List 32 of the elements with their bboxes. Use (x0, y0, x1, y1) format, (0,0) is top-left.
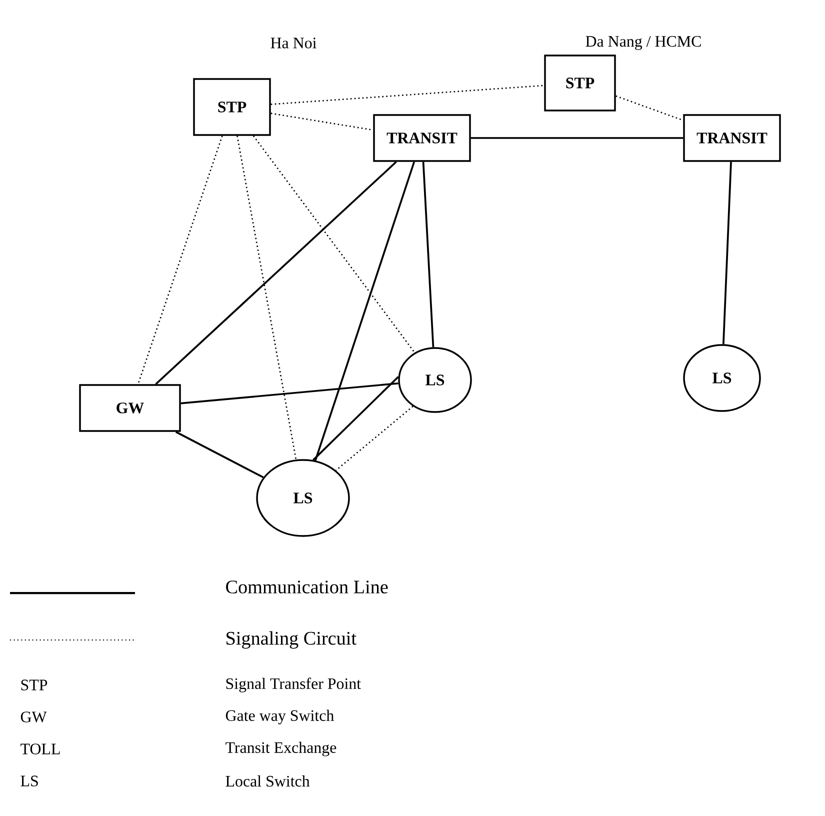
signaling-line (236, 136, 297, 460)
switch-box: STP (544, 54, 616, 112)
switch-box: TRANSIT (373, 114, 471, 162)
legend-text: Communication Line (226, 580, 388, 594)
label-text: TOLL (20, 744, 60, 754)
label-text: Ha Noi (270, 38, 316, 48)
legend-text: Signaling Circuit (226, 631, 356, 649)
communication-line (155, 161, 397, 385)
label-text: GW (20, 712, 47, 722)
communication-line (180, 382, 398, 404)
switch-box: TRANSIT (683, 114, 781, 162)
label-text: Local Switch (226, 775, 310, 787)
signaling-line (336, 406, 414, 471)
communication-line (312, 376, 399, 461)
communication-line (175, 431, 264, 478)
communication-line (470, 137, 684, 139)
label-text: LS (20, 776, 38, 786)
signaling-line (616, 95, 684, 121)
communication-line (422, 162, 434, 348)
label-text: STP (21, 680, 48, 690)
signaling-line (252, 135, 416, 354)
signaling-line (270, 84, 544, 105)
signaling-line (137, 136, 223, 384)
label-text: Da Nang / HCMC (586, 36, 701, 50)
communication-line (722, 162, 732, 344)
label-text: Transit Exchange (226, 742, 336, 756)
communication-line (314, 162, 416, 461)
label-text: Gate way Switch (226, 710, 334, 724)
switch-box: STP (193, 78, 271, 136)
signaling-line (270, 112, 374, 131)
switch-box: GW (79, 384, 181, 432)
label-text: Signal Transfer Point (226, 678, 361, 692)
